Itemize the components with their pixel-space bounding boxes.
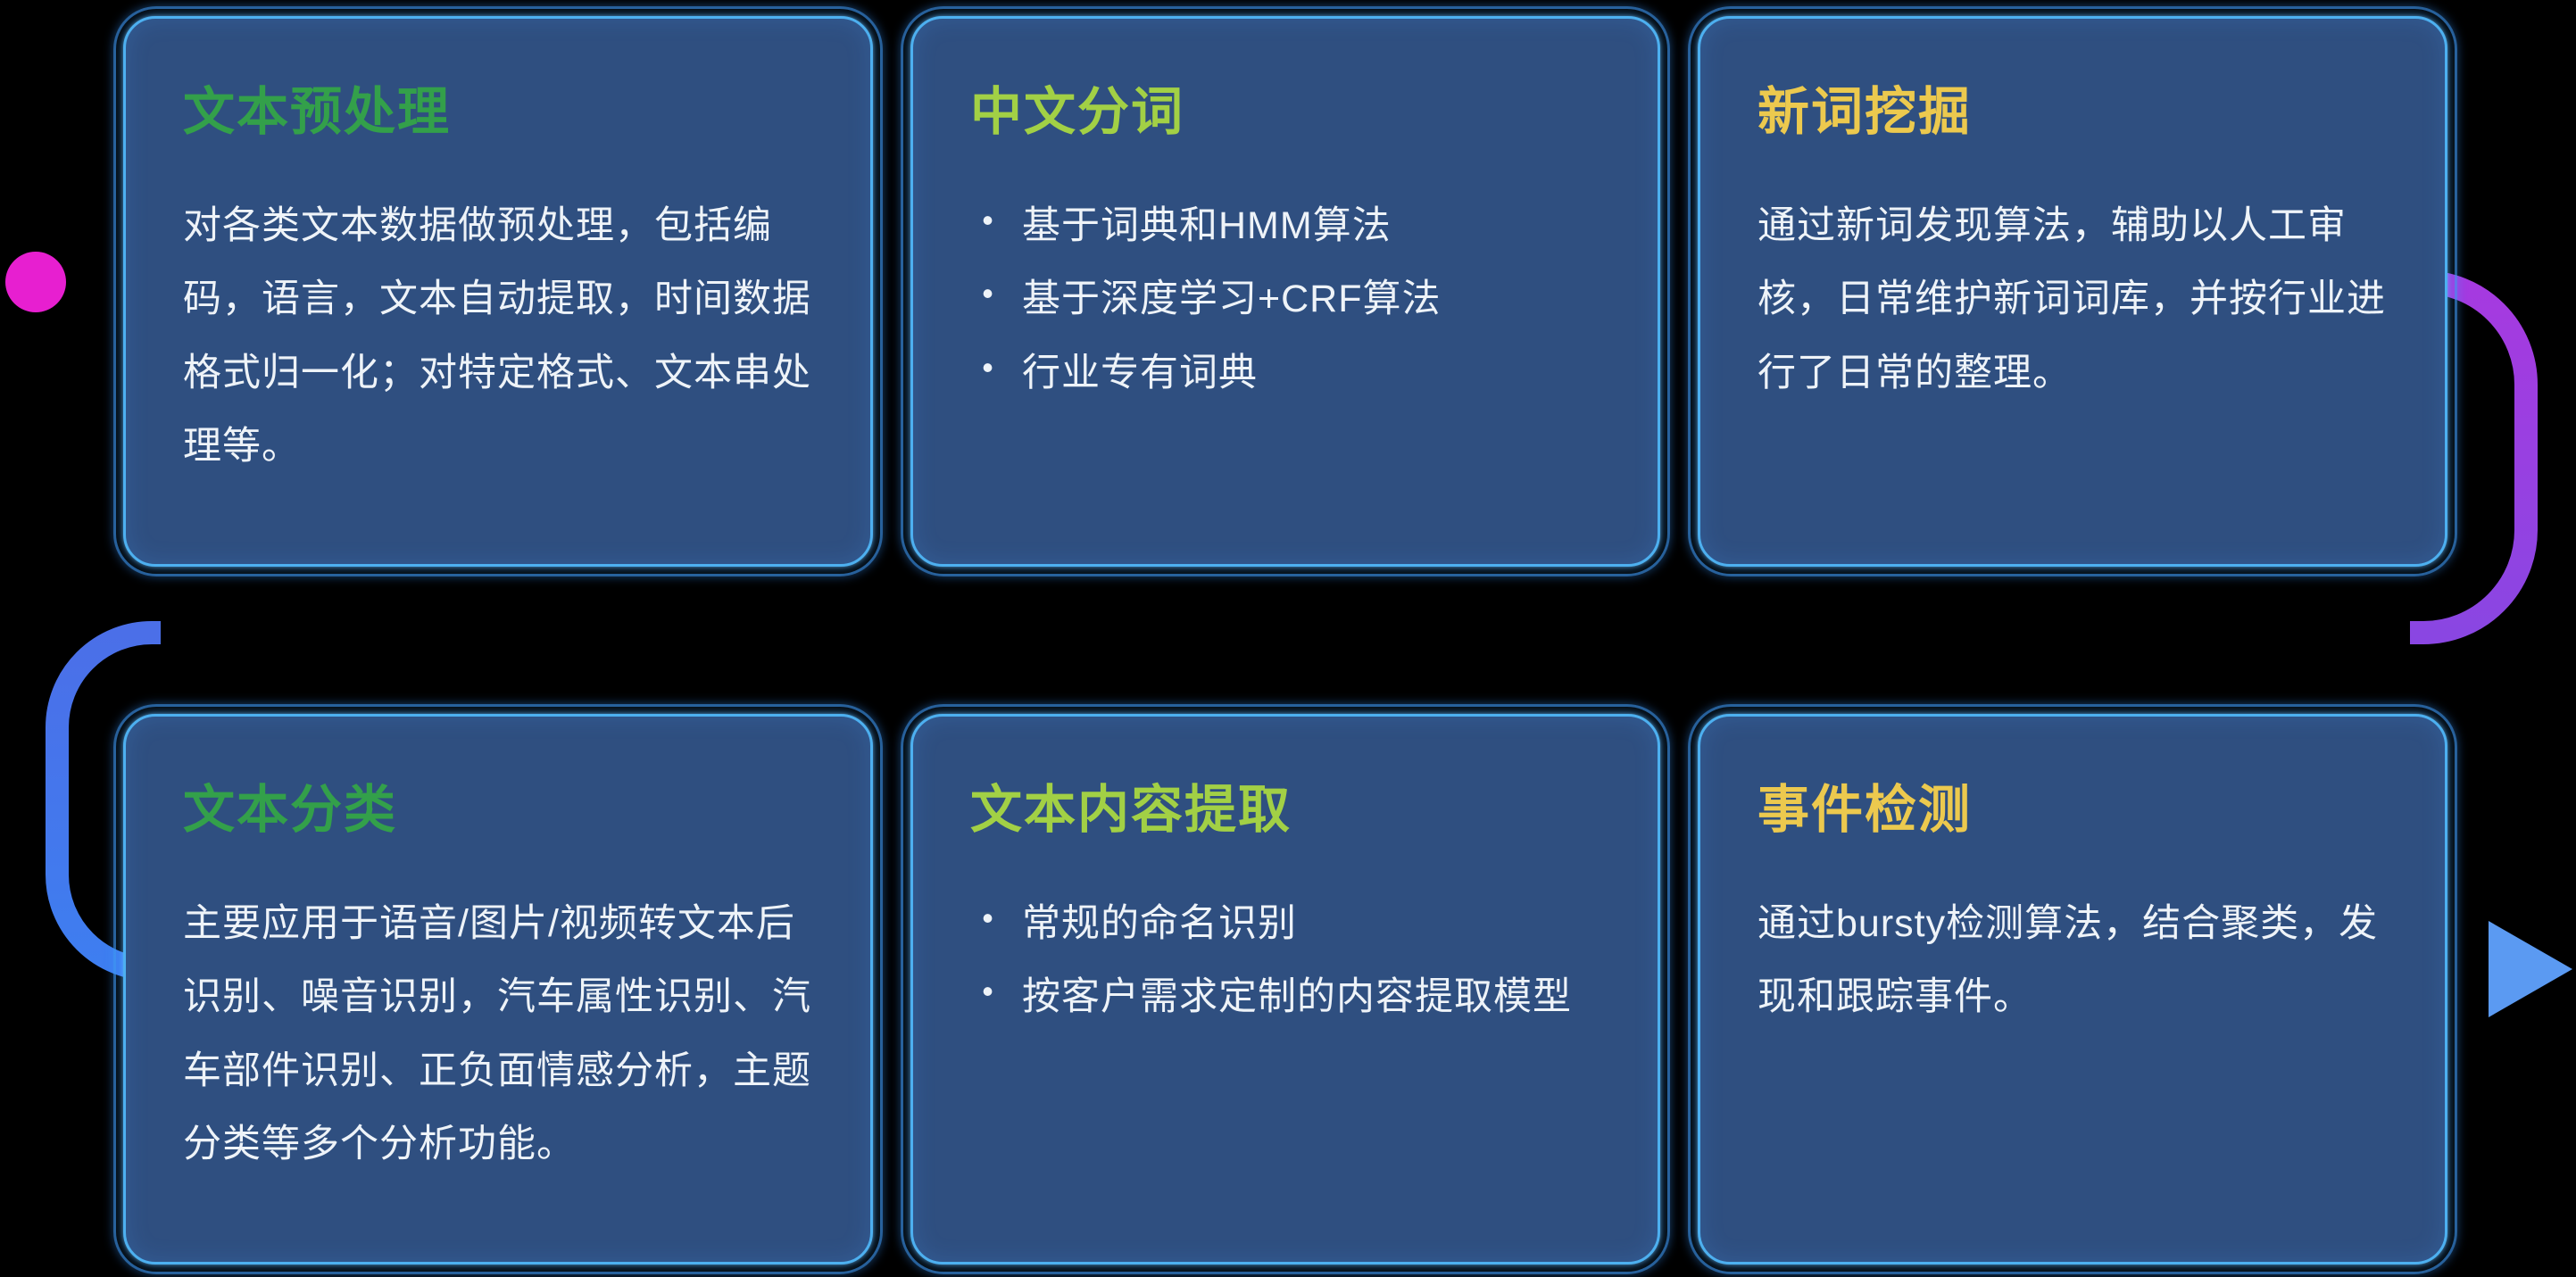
card-title: 新词挖掘 [1757, 83, 1973, 141]
card-event-detection: 事件检测 通过bursty检测算法，结合聚类，发现和跟踪事件。 [1688, 704, 2457, 1274]
card-body: 通过新词发现算法，辅助以人工审核，日常维护新词词库，并按行业进行了日常的整理。 [1757, 203, 2386, 394]
bullet-item: • 基于词典和HMM算法 [970, 189, 1600, 263]
bullet-text: 基于深度学习+CRF算法 [1022, 278, 1442, 321]
bullet-text: 基于词典和HMM算法 [1022, 203, 1392, 247]
bullet-dot-icon: • [982, 348, 994, 386]
card-body: 通过bursty检测算法，结合聚类，发现和跟踪事件。 [1757, 901, 2379, 1019]
bullet-item: • 按客户需求定制的内容提取模型 [970, 960, 1600, 1034]
bullet-list: • 常规的命名识别 • 按客户需求定制的内容提取模型 [970, 887, 1600, 1034]
bullet-dot-icon: • [982, 275, 994, 312]
card-title: 文本分类 [183, 781, 398, 839]
card-chinese-word-segmentation: 中文分词 • 基于词典和HMM算法 • 基于深度学习+CRF算法 • 行业专有词典 [901, 6, 1670, 576]
bullet-text: 行业专有词典 [1022, 351, 1258, 394]
card-text-preprocessing: 文本预处理 对各类文本数据做预处理，包括编码，语言，文本自动提取，时间数据格式归… [113, 6, 883, 576]
card-title: 中文分词 [970, 83, 1185, 141]
card-new-word-mining: 新词挖掘 通过新词发现算法，辅助以人工审核，日常维护新词词库，并按行业进行了日常… [1688, 6, 2457, 576]
flow-corner-right [2410, 270, 2538, 644]
bullet-item: • 行业专有词典 [970, 336, 1600, 410]
cards-grid: 文本预处理 对各类文本数据做预处理，包括编码，语言，文本自动提取，时间数据格式归… [113, 6, 2457, 1274]
bullet-dot-icon: • [982, 899, 994, 936]
card-title: 文本内容提取 [970, 781, 1292, 839]
card-title: 文本预处理 [183, 83, 452, 141]
bullet-dot-icon: • [982, 201, 994, 238]
card-body: 主要应用于语音/图片/视频转文本后识别、噪音识别，汽车属性识别、汽车部件识别、正… [183, 901, 811, 1166]
card-text-content-extraction: 文本内容提取 • 常规的命名识别 • 按客户需求定制的内容提取模型 [901, 704, 1670, 1274]
card-title: 事件检测 [1757, 781, 1973, 839]
flow-corner-left [46, 621, 161, 981]
bullet-list: • 基于词典和HMM算法 • 基于深度学习+CRF算法 • 行业专有词典 [970, 189, 1600, 410]
arrow-right-icon [2489, 921, 2572, 1017]
bullet-dot-icon: • [982, 973, 994, 1010]
bullet-text: 按客户需求定制的内容提取模型 [1022, 975, 1572, 1019]
bullet-item: • 基于深度学习+CRF算法 [970, 262, 1600, 336]
bullet-item: • 常规的命名识别 [970, 887, 1600, 961]
card-text-classification: 文本分类 主要应用于语音/图片/视频转文本后识别、噪音识别，汽车属性识别、汽车部… [113, 704, 883, 1274]
card-body: 对各类文本数据做预处理，包括编码，语言，文本自动提取，时间数据格式归一化；对特定… [183, 203, 811, 469]
bullet-text: 常规的命名识别 [1022, 901, 1297, 945]
